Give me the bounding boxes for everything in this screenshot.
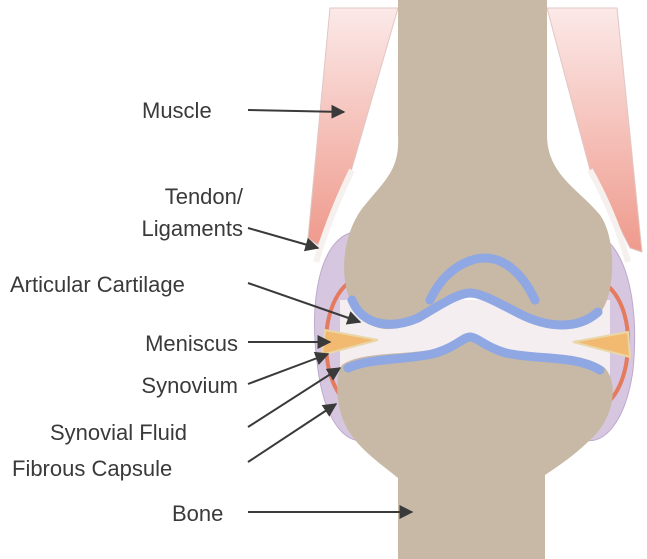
label-synovial-fluid: Synovial Fluid	[50, 420, 187, 446]
label-bone: Bone	[172, 501, 223, 527]
label-meniscus: Meniscus	[100, 331, 238, 357]
label-tendon-line2: Ligaments	[95, 216, 243, 242]
arrow-synovium	[248, 354, 328, 384]
label-synovium: Synovium	[90, 373, 238, 399]
label-tendon-line1: Tendon/	[115, 184, 243, 210]
label-muscle: Muscle	[142, 98, 212, 124]
label-fibrous-capsule: Fibrous Capsule	[12, 456, 172, 482]
label-articular-cartilage: Articular Cartilage	[10, 272, 185, 298]
tibia-bone	[337, 335, 613, 559]
arrow-fibrous-capsule	[248, 404, 336, 462]
